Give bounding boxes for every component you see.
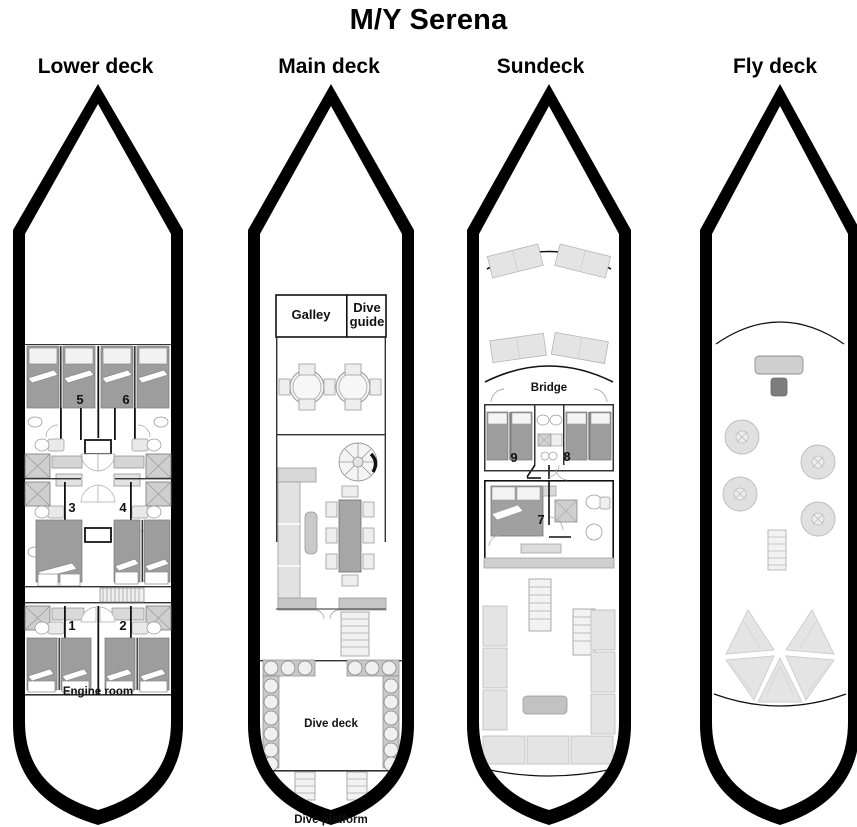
hull-fly-deck bbox=[700, 82, 857, 827]
cabin-number-5: 5 bbox=[76, 392, 84, 407]
bed-group-lower bbox=[26, 637, 170, 693]
room-label-dive-deck: Dive deck bbox=[304, 718, 358, 730]
deck-lower-deck: Lower deck bbox=[8, 52, 188, 827]
spiral-stairs-icon bbox=[338, 442, 378, 482]
room-label-bridge: Bridge bbox=[530, 382, 568, 394]
sundeck-interior bbox=[480, 243, 618, 777]
room-label-dive-guide: Dive guide bbox=[349, 300, 385, 329]
shower-group-upper bbox=[24, 453, 172, 507]
sofa-group-aft bbox=[482, 605, 616, 765]
deck-main-deck: Main deck bbox=[243, 52, 419, 827]
round-table-group bbox=[722, 419, 836, 537]
cabin-number-4: 4 bbox=[119, 500, 127, 515]
cabin-number-3: 3 bbox=[68, 500, 76, 515]
deck-fly-deck: Fly deck bbox=[700, 52, 857, 827]
ladder-icon-fly bbox=[767, 529, 787, 571]
ladder-icons-platform bbox=[294, 771, 368, 801]
main-deck-interior bbox=[260, 294, 402, 801]
deck-label-fly-deck: Fly deck bbox=[732, 55, 818, 78]
page-title: M/Y Serena bbox=[349, 4, 508, 36]
hull-sundeck: Bridge 9 8 7 bbox=[463, 82, 635, 827]
dining-round-table-1 bbox=[278, 363, 336, 411]
bed-group-upper bbox=[26, 345, 170, 409]
dining-round-table-2 bbox=[335, 363, 382, 411]
bath-fixtures-upper bbox=[27, 416, 169, 452]
sofa-icon-salon bbox=[277, 467, 317, 611]
hull-main-deck: Galley Dive guide Dive deck Dive platfor… bbox=[243, 82, 419, 827]
cabin-number-1: 1 bbox=[68, 618, 76, 633]
room-label-dive-platform: Dive platform bbox=[294, 814, 368, 826]
bed-master-7 bbox=[490, 485, 544, 537]
stairs-icon-sundeck bbox=[528, 578, 596, 656]
dining-long-table bbox=[325, 485, 375, 587]
cabin-number-7: 7 bbox=[537, 512, 545, 527]
bed-group-sundeck bbox=[486, 411, 612, 461]
deck-sundeck: Sundeck bbox=[463, 52, 635, 827]
deck-label-main-deck: Main deck bbox=[278, 55, 380, 78]
stairs-icon-main bbox=[340, 611, 370, 657]
fly-deck-interior bbox=[713, 321, 847, 707]
room-label-galley: Galley bbox=[291, 307, 331, 322]
cabin-number-9: 9 bbox=[510, 450, 518, 465]
dive-tank-group-starboard bbox=[346, 659, 400, 772]
stairs-icon-lower bbox=[99, 587, 145, 603]
cabin-number-6: 6 bbox=[122, 392, 130, 407]
lower-deck-interior bbox=[24, 344, 172, 696]
deck-label-lower-deck: Lower deck bbox=[37, 55, 154, 78]
deck-label-sundeck: Sundeck bbox=[496, 55, 585, 78]
cabin-number-2: 2 bbox=[119, 618, 127, 633]
bed-group-mid bbox=[35, 519, 171, 587]
room-label-engine-room: Engine room bbox=[62, 686, 134, 698]
cabin-number-8: 8 bbox=[563, 449, 571, 464]
hull-lower-deck: 5 6 3 4 1 2 Engine room bbox=[8, 82, 188, 827]
